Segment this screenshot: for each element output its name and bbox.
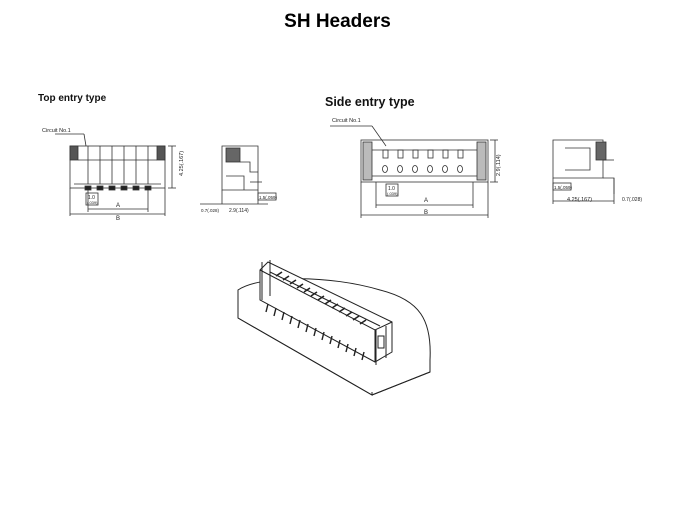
top-entry-front-view: Circuit No.1 4.25(.167) 1.0 (.039) A [42,128,185,222]
top-pitch: 1.0 [88,195,95,201]
side-pins [382,149,464,173]
side-entry-front-view: Circuit No.1 2.9(.114) 1.0 (.039) A B [330,118,502,218]
side-entry-side-view: 1.5(.059) 4.25(.167) 0.7(.028) [552,139,642,204]
side-pitch-in: (.039) [387,191,398,196]
top-height-dim: 4.25(.167) [179,151,185,176]
side-side-l: 0.7(.028) [622,197,642,203]
connector-contacts [275,271,367,325]
top-dim-b: B [116,216,120,222]
solder-tails [265,303,365,361]
side-side-h: 1.5(.059) [554,185,573,190]
side-dim-a: A [424,198,428,204]
side-entry-label: Side entry type [325,95,415,109]
top-side-w: 2.9(.114) [229,208,249,214]
side-side-w: 4.25(.167) [567,197,592,203]
top-circuit-label: Circuit No.1 [42,128,71,134]
side-circuit-label: Circuit No.1 [332,118,361,124]
top-pins [84,146,152,191]
top-side-l: 0.7(.028) [201,208,220,213]
page-title: SH Headers [284,11,391,32]
side-pitch: 1.0 [388,186,395,192]
side-height-dim: 2.9(.114) [496,154,502,176]
top-dim-a: A [116,203,120,209]
top-pitch-in: (.039) [87,200,98,205]
top-entry-label: Top entry type [38,93,107,104]
side-dim-b: B [424,210,428,216]
top-entry-side-view: 1.5(.059) 0.7(.028) 2.9(.114) [200,145,278,214]
connector-isometric-illustration [237,260,431,396]
top-side-h: 1.5(.059) [259,195,278,200]
